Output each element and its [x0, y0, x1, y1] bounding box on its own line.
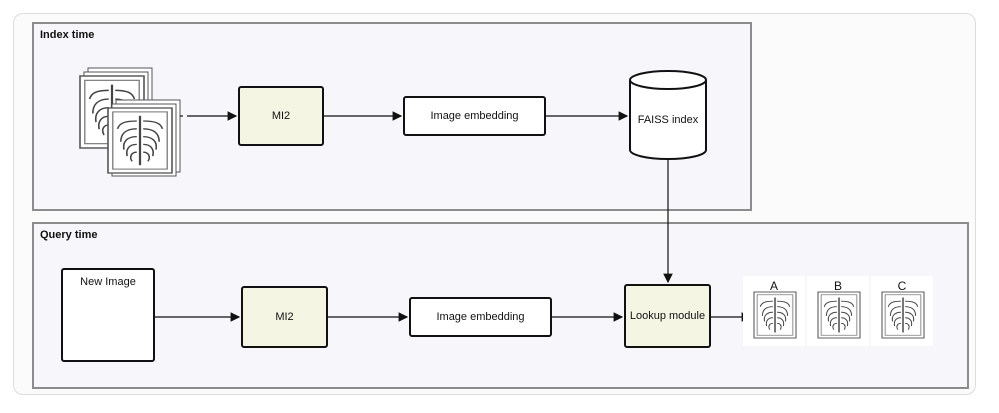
result-c-xray	[881, 291, 925, 339]
index-time-title: Index time	[40, 29, 95, 41]
new-image-label: New Image	[80, 276, 136, 288]
lookup-module-node: Lookup module	[624, 284, 711, 348]
index-embedding-node: Image embedding	[403, 96, 546, 136]
faiss-index-cylinder	[629, 70, 707, 160]
query-time-title: Query time	[40, 229, 98, 241]
result-label-a: A	[769, 279, 778, 293]
result-label-b: B	[833, 279, 842, 293]
query-embedding-node: Image embedding	[409, 297, 552, 337]
query-mi2-node: MI2	[241, 286, 328, 348]
xray-stack-front	[106, 99, 181, 177]
faiss-index-label: FAISS index	[637, 114, 699, 126]
result-b-xray	[817, 291, 861, 339]
result-a-xray	[753, 291, 797, 339]
index-mi2-node: MI2	[238, 86, 324, 146]
result-label-c: C	[897, 279, 907, 293]
new-image-node: New Image	[61, 268, 155, 362]
